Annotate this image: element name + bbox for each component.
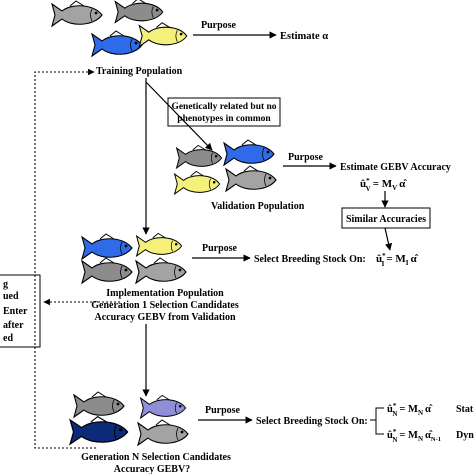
generationN-purpose-label: Purpose — [205, 405, 241, 416]
fish-icon — [69, 415, 129, 445]
validation-population-label: Validation Population — [211, 201, 305, 212]
dynamic-note: Dyn — [456, 430, 474, 441]
related-box-line2: phenotypes in common — [177, 114, 271, 124]
related-box-line1: Genetically related but no — [171, 102, 276, 112]
fish-icon — [223, 139, 275, 166]
fish-icon — [135, 257, 187, 284]
validation-estimate-label: Estimate GEBV Accuracy — [340, 162, 451, 173]
formula-bracket — [375, 407, 384, 435]
left-box-line4: after — [3, 320, 24, 331]
feedback-loop-dotted-arrow — [34, 68, 96, 449]
similar-accuracies-label: Similar Accuracies — [346, 214, 426, 225]
left-box-line5: ed — [3, 333, 13, 344]
training-population-label: Training Population — [96, 66, 183, 77]
generationN-fish-group — [69, 391, 189, 446]
training-to-validation-arrow — [145, 81, 213, 151]
generation1-candidates-label: Generation 1 Selection Candidates — [91, 300, 239, 311]
fish-icon — [176, 144, 223, 169]
generationN-select-label: Select Breeding Stock On: — [256, 416, 368, 427]
generationN-candidates-label: Generation N Selection Candidates — [81, 452, 231, 463]
implementation-fish-group — [81, 232, 187, 284]
fish-icon — [81, 233, 133, 260]
fish-icon — [73, 391, 125, 418]
training-fish-group — [51, 0, 188, 57]
left-box-line1: g — [3, 279, 8, 290]
fish-icon — [225, 165, 277, 192]
left-box-line2: ued — [3, 291, 19, 302]
implementation-purpose-label: Purpose — [202, 243, 238, 254]
fish-icon — [138, 22, 188, 47]
left-box-line3: Enter — [3, 306, 28, 317]
fish-icon — [51, 0, 103, 27]
similar-to-implementation-arrow — [384, 227, 393, 251]
similar-accuracies-box — [341, 207, 431, 229]
fish-icon — [137, 419, 189, 446]
generationN-accuracy-label: Accuracy GEBV? — [114, 464, 190, 474]
implementation-population-label: Implementation Population — [106, 288, 224, 299]
fish-icon — [91, 30, 143, 57]
training-estimate-label: Estimate α — [280, 31, 328, 42]
fish-icon — [136, 232, 183, 257]
fish-icon — [81, 257, 133, 284]
accuracy-from-validation-label: Accuracy GEBV from Validation — [94, 312, 235, 323]
training-purpose-label: Purpose — [201, 20, 237, 31]
validation-purpose-label: Purpose — [288, 152, 324, 163]
implementation-select-label: Select Breeding Stock On: — [254, 254, 366, 265]
validation-fish-group — [174, 139, 277, 195]
fish-icon — [174, 170, 221, 195]
left-cutoff-box — [0, 274, 41, 348]
static-note: Stat — [456, 404, 474, 415]
fish-icon — [114, 0, 164, 23]
fish-icon — [140, 394, 187, 419]
related-box — [167, 97, 281, 127]
